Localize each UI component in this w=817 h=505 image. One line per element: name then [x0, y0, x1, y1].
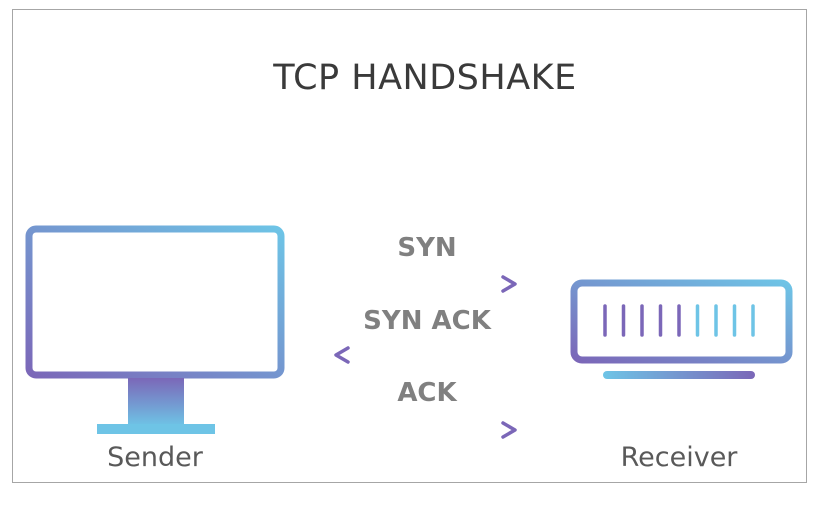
syn-label: SYN	[397, 233, 457, 263]
monitor-screen	[25, 225, 285, 379]
sender-label: Sender	[107, 442, 203, 473]
monitor-base	[97, 424, 215, 434]
syn-ack-arrow	[334, 346, 520, 364]
server-body	[570, 279, 793, 364]
monitor-icon	[25, 225, 285, 434]
server-icon	[570, 279, 793, 379]
server-base	[603, 371, 755, 379]
ack-label: ACK	[397, 378, 457, 408]
server-slots	[603, 304, 755, 337]
diagram-title: TCP HANDSHAKE	[273, 58, 577, 98]
ack-arrow	[334, 421, 517, 439]
receiver-label: Receiver	[620, 442, 738, 473]
syn-arrow	[334, 275, 517, 293]
monitor-stand	[128, 378, 184, 426]
syn-ack-label: SYN ACK	[363, 306, 491, 336]
